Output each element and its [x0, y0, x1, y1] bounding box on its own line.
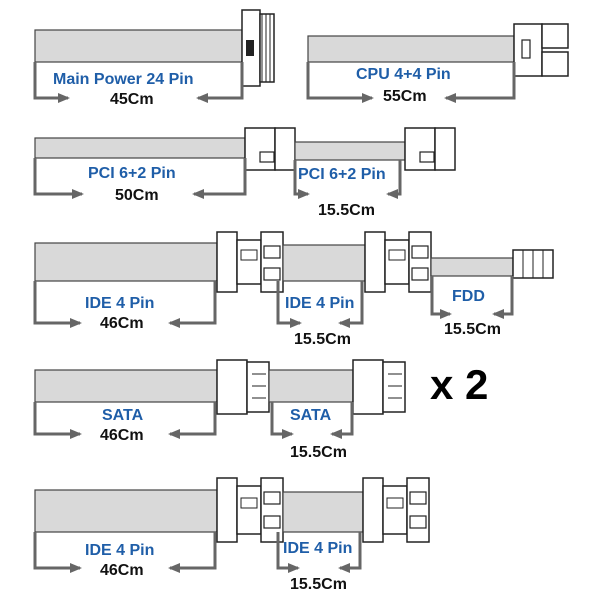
- cable-cpu-4-4pin: [307, 23, 569, 77]
- quantity-multiplier: x 2: [430, 361, 489, 408]
- cable-length-fdd: 15.5Cm: [444, 321, 501, 338]
- cable-length-sata-15: 15.5Cm: [290, 444, 347, 461]
- cable-ide-row3: [34, 231, 554, 293]
- cable-pci-6-2-15cm: [294, 127, 456, 171]
- cable-name-pci-50: PCI 6+2 Pin: [88, 165, 176, 182]
- cable-name-ide-15-b: IDE 4 Pin: [283, 540, 353, 557]
- atx-24pin-connector: [241, 9, 275, 87]
- cpu-4-4-connector: [513, 23, 569, 77]
- cable-length-pci-15: 15.5Cm: [318, 202, 375, 219]
- cable-length-ide-46-b: 46Cm: [100, 562, 144, 579]
- dimension-ide-row5: [33, 532, 362, 573]
- pci-6-2-connector-1: [244, 127, 296, 171]
- cable-length-main-power: 45Cm: [110, 91, 154, 108]
- cable-name-ide-46-a: IDE 4 Pin: [85, 295, 155, 312]
- molex-connector-3: [216, 477, 284, 543]
- dimension-pci-50: [33, 158, 247, 199]
- cable-name-pci-15: PCI 6+2 Pin: [298, 166, 386, 183]
- cable-name-main-power: Main Power 24 Pin: [53, 71, 194, 88]
- molex-connector-2: [364, 231, 432, 293]
- dimension-ide-row3: [33, 276, 514, 328]
- pci-6-2-connector-2: [404, 127, 456, 171]
- dimension-main-power: [33, 62, 244, 103]
- cable-sata: [34, 359, 406, 415]
- cable-name-ide-15-a: IDE 4 Pin: [285, 295, 355, 312]
- cable-name-sata-46: SATA: [102, 407, 144, 424]
- cable-name-cpu: CPU 4+4 Pin: [356, 66, 451, 83]
- cable-length-ide-15-a: 15.5Cm: [294, 331, 351, 348]
- dimension-pci-15: [293, 160, 402, 199]
- cable-length-ide-46-a: 46Cm: [100, 315, 144, 332]
- cable-name-ide-46-b: IDE 4 Pin: [85, 542, 155, 559]
- molex-connector-1: [216, 231, 284, 293]
- dimension-sata: [33, 402, 354, 439]
- fdd-connector: [512, 249, 554, 279]
- cable-name-sata-15: SATA: [290, 407, 332, 424]
- cable-pci-6-2-50cm: [34, 127, 296, 171]
- cable-main-power-24pin: [34, 9, 275, 87]
- cable-length-sata-46: 46Cm: [100, 427, 144, 444]
- cable-length-cpu: 55Cm: [383, 88, 427, 105]
- cable-name-fdd: FDD: [452, 288, 485, 305]
- cable-length-ide-15-b: 15.5Cm: [290, 576, 347, 593]
- dimension-cpu: [306, 62, 516, 103]
- sata-connector-2: [352, 359, 406, 415]
- cable-length-pci-50: 50Cm: [115, 187, 159, 204]
- sata-connector-1: [216, 359, 270, 415]
- cable-ide-row5: [34, 477, 430, 543]
- molex-connector-4: [362, 477, 430, 543]
